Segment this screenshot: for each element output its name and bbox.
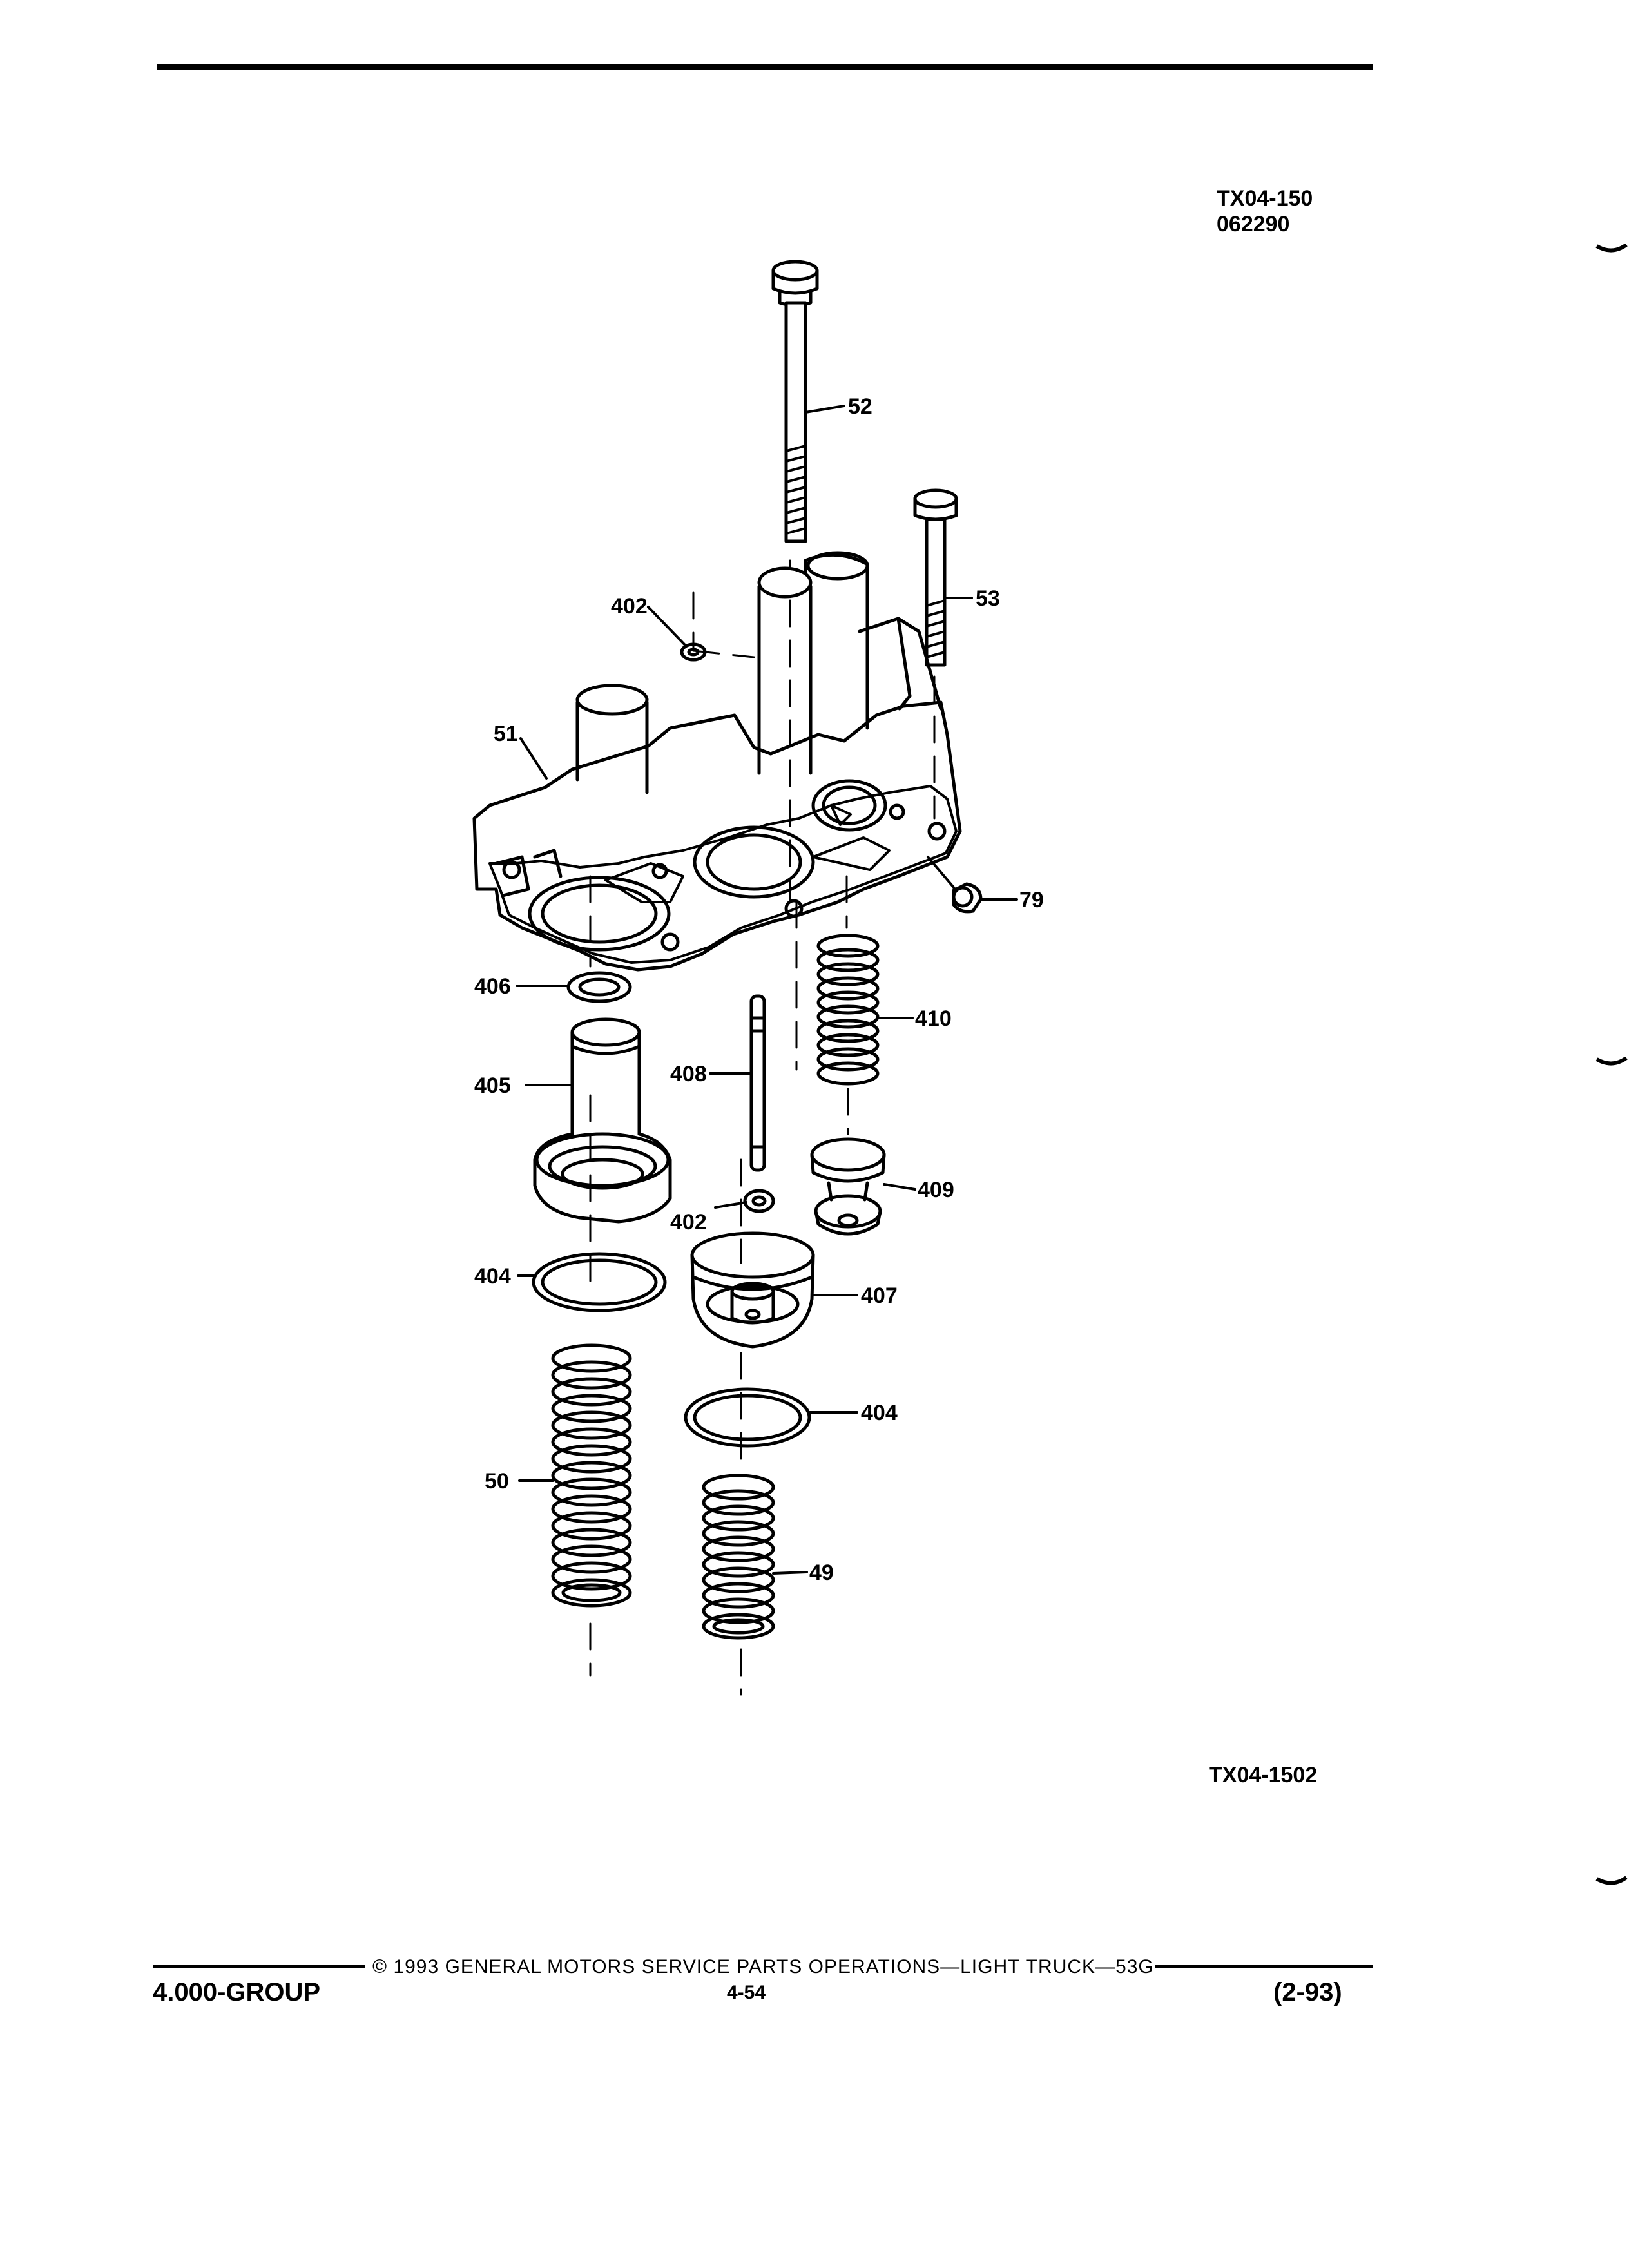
callout-50: 50 — [485, 1469, 509, 1494]
margin-mark — [1595, 244, 1628, 253]
callout-labels: 52 53 402 51 79 406 410 405 408 409 402 … — [474, 394, 1044, 1585]
washer-406 — [566, 971, 632, 1003]
seal-404-left — [532, 1252, 667, 1312]
callout-79: 79 — [1019, 888, 1044, 912]
top-rule — [157, 64, 1373, 70]
callout-404-right: 404 — [861, 1401, 898, 1425]
callout-410: 410 — [915, 1006, 952, 1031]
plug-79 — [952, 882, 983, 914]
spring-50 — [551, 1343, 632, 1608]
callout-406: 406 — [474, 974, 511, 999]
housing-51 — [472, 551, 962, 972]
footer-copyright: © 1993 GENERAL MOTORS SERVICE PARTS OPER… — [372, 1956, 1154, 1977]
spring-410 — [816, 934, 880, 1086]
callout-53: 53 — [976, 586, 1000, 611]
footer-rule-right — [1155, 1965, 1373, 1968]
callout-51: 51 — [494, 722, 518, 746]
bolt-52 — [771, 260, 819, 543]
callout-402-lower: 402 — [670, 1210, 707, 1235]
callout-405: 405 — [474, 1073, 511, 1098]
footer-date: (2-93) — [1273, 1978, 1342, 2006]
footer-group: 4.000-GROUP — [153, 1978, 321, 2006]
callout-407: 407 — [861, 1283, 898, 1308]
margin-mark — [1595, 1876, 1628, 1885]
piston-405 — [533, 1017, 672, 1224]
valve-409 — [810, 1137, 886, 1236]
footer-page-number: 4-54 — [727, 1982, 766, 2003]
figure-code: TX04-150 — [1217, 186, 1313, 211]
bolt-53 — [913, 488, 958, 667]
callout-402: 402 — [611, 594, 648, 619]
callout-409: 409 — [918, 1178, 954, 1202]
leader-lines — [516, 405, 1018, 1575]
clip-402-lower — [743, 1189, 775, 1213]
spring-49 — [702, 1474, 775, 1640]
figure-caption: TX04-1502 — [1209, 1763, 1318, 1787]
footer-rule-left — [153, 1965, 365, 1968]
clip-402-upper — [680, 642, 707, 662]
piston-407 — [690, 1231, 815, 1349]
callout-49: 49 — [809, 1561, 834, 1585]
callout-408: 408 — [670, 1062, 707, 1086]
callout-404: 404 — [474, 1264, 511, 1289]
seal-404-right — [684, 1387, 811, 1448]
figure-date: 062290 — [1217, 212, 1290, 236]
margin-mark — [1595, 1057, 1628, 1066]
callout-52: 52 — [848, 394, 872, 419]
figure-id-block: TX04-150 062290 — [1217, 186, 1313, 237]
pin-408 — [749, 994, 766, 1172]
